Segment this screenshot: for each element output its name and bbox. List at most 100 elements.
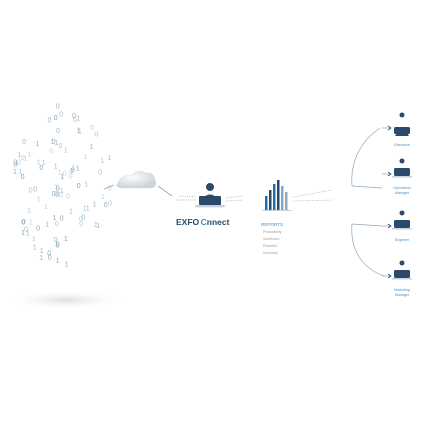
binary-digit: 1 [54, 163, 58, 170]
binary-digit: 0 [69, 169, 73, 176]
binary-digit: 0 [21, 155, 25, 162]
binary-digit: 1 [19, 169, 23, 176]
report-item: Scorecard [263, 237, 279, 241]
role-label: Engineer [395, 238, 410, 242]
binary-digit: 0 [33, 187, 37, 194]
binary-digit: 0 [79, 221, 83, 228]
binary-digit: 1 [42, 160, 46, 167]
binary-digit: 1 [60, 188, 64, 195]
person-icon [392, 260, 412, 280]
binary-digit: 1 [40, 248, 44, 255]
binary-digit: 0 [49, 148, 53, 155]
binary-digit: 1 [107, 155, 111, 162]
binary-digit: 1 [89, 144, 93, 151]
dotted-connector-left [176, 195, 244, 202]
arrow-data-to-cloud [103, 184, 115, 190]
binary-digit: 1 [44, 204, 48, 211]
binary-digit: 1 [33, 245, 37, 252]
binary-digit: 0 [108, 185, 112, 192]
binary-digit: 1 [29, 220, 33, 227]
binary-digit: 1 [45, 221, 49, 228]
binary-digit: 1 [36, 141, 40, 148]
binary-digit: 0 [21, 174, 25, 181]
person-icon [392, 210, 412, 230]
binary-digit: 1 [84, 182, 88, 189]
bar-chart-icon [262, 180, 292, 211]
binary-digit: 1 [83, 154, 87, 161]
binary-digit: 0 [52, 191, 56, 198]
role-operations-manager: Operations Manager [382, 158, 412, 195]
binary-digit: 1 [17, 152, 21, 159]
binary-digit: 1 [76, 115, 80, 122]
role-label: Manager [395, 293, 410, 297]
binary-digit: 1 [64, 148, 68, 155]
dotted-connector-right [292, 189, 333, 202]
binary-digit: 0 [24, 227, 28, 234]
binary-digit: 1 [54, 140, 58, 147]
binary-digit: 0 [52, 139, 56, 146]
logo-exfo: EXFO [176, 217, 200, 227]
binary-digit: 1 [54, 184, 58, 191]
binary-digit: 1 [65, 261, 69, 268]
binary-digit: 0 [22, 219, 26, 226]
binary-digit: 0 [29, 187, 33, 194]
binary-digit: 0 [66, 194, 70, 201]
binary-digit: 0 [94, 132, 98, 139]
binary-digit: 1 [72, 165, 76, 172]
binary-digit: 1 [37, 159, 41, 166]
binary-digit: 1 [76, 166, 80, 173]
binary-digit: 1 [21, 230, 25, 237]
binary-digit: 0 [108, 201, 112, 208]
binary-digit: 1 [56, 258, 60, 265]
binary-digit: 1 [37, 197, 41, 204]
binary-digit: 1 [93, 201, 97, 208]
binary-digit: 1 [86, 205, 90, 212]
binary-digit: 1 [53, 215, 57, 222]
binary-digit: 0 [58, 143, 62, 150]
binary-digit: 1 [69, 209, 73, 216]
role-marketing-manager: Marketing Manager [382, 260, 412, 297]
report-item: Powerful [263, 244, 277, 248]
binary-digit: 0 [60, 215, 64, 222]
binary-digit: 0 [55, 192, 59, 199]
binary-digit: 0 [17, 159, 21, 166]
binary-digit: 0 [56, 243, 60, 250]
binary-digit: 0 [104, 202, 108, 209]
binary-digit: 0 [54, 237, 58, 244]
fan-out-connectors [351, 127, 385, 277]
binary-digit: 1 [39, 255, 43, 262]
binary-digit: 0 [54, 191, 58, 198]
role-label: Executive [394, 143, 410, 147]
role-label: Manager [395, 191, 410, 195]
binary-digit: 0 [48, 254, 52, 261]
binary-digit: 1 [58, 169, 62, 176]
binary-digit: 0 [63, 170, 67, 177]
binary-digit: 0 [79, 216, 83, 223]
arrow-cloud-to-laptop [157, 185, 173, 197]
logo-c: C [201, 217, 207, 227]
binary-digit: 1 [101, 194, 105, 201]
binary-digit: 0 [77, 183, 81, 190]
binary-digit: 1 [78, 128, 82, 135]
binary-digit: 1 [64, 236, 68, 243]
binary-digit: 0 [39, 165, 43, 172]
binary-digit: 0 [90, 125, 94, 132]
binary-digit: 1 [55, 241, 59, 248]
person-icon [394, 112, 410, 136]
binary-digit: 0 [56, 242, 60, 249]
binary-digit: 0 [47, 251, 51, 258]
binary-digit: 0 [98, 169, 102, 176]
binary-digit: 0 [59, 193, 63, 200]
binary-cloud-shadow [3, 290, 127, 310]
binary-digit: 0 [71, 167, 75, 174]
binary-digit: 1 [26, 230, 30, 237]
binary-digit: 1 [27, 152, 31, 159]
binary-digit: 1 [50, 139, 54, 146]
binary-digit: 0 [22, 139, 26, 146]
binary-digit: 0 [72, 113, 76, 120]
binary-digit: 0 [54, 115, 58, 122]
reports-title: REPORTS [261, 222, 283, 227]
binary-digit: 1 [100, 158, 104, 165]
